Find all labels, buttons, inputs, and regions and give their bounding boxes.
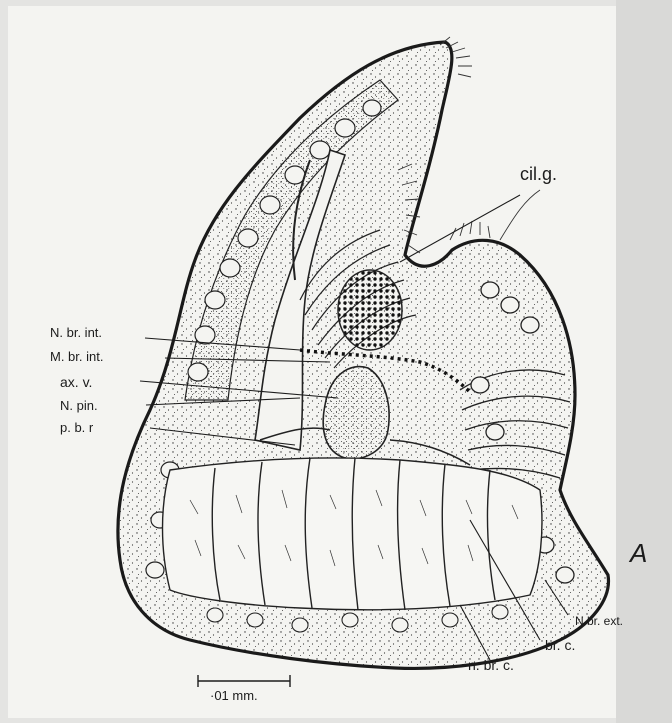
scale-bar-label: ·01 mm. (210, 688, 258, 703)
label-cil-g: cil.g. (520, 164, 557, 184)
label-n-br-c: n. br. c. (468, 657, 514, 673)
gland-mass (338, 270, 402, 350)
label-m-br-int: M. br. int. (50, 349, 103, 364)
label-ax-v: ax. v. (60, 374, 92, 390)
label-p-b-r: p. b. r (60, 420, 94, 435)
label-n-pin: N. pin. (60, 398, 98, 413)
paper-shadow-strip (616, 0, 672, 723)
label-br-c: br. c. (545, 637, 575, 653)
panel-letter: A (628, 538, 647, 568)
label-n-br-int: N. br. int. (50, 325, 102, 340)
label-n-br-ext: N br. ext. (575, 614, 623, 628)
branchial-chamber (163, 458, 542, 610)
